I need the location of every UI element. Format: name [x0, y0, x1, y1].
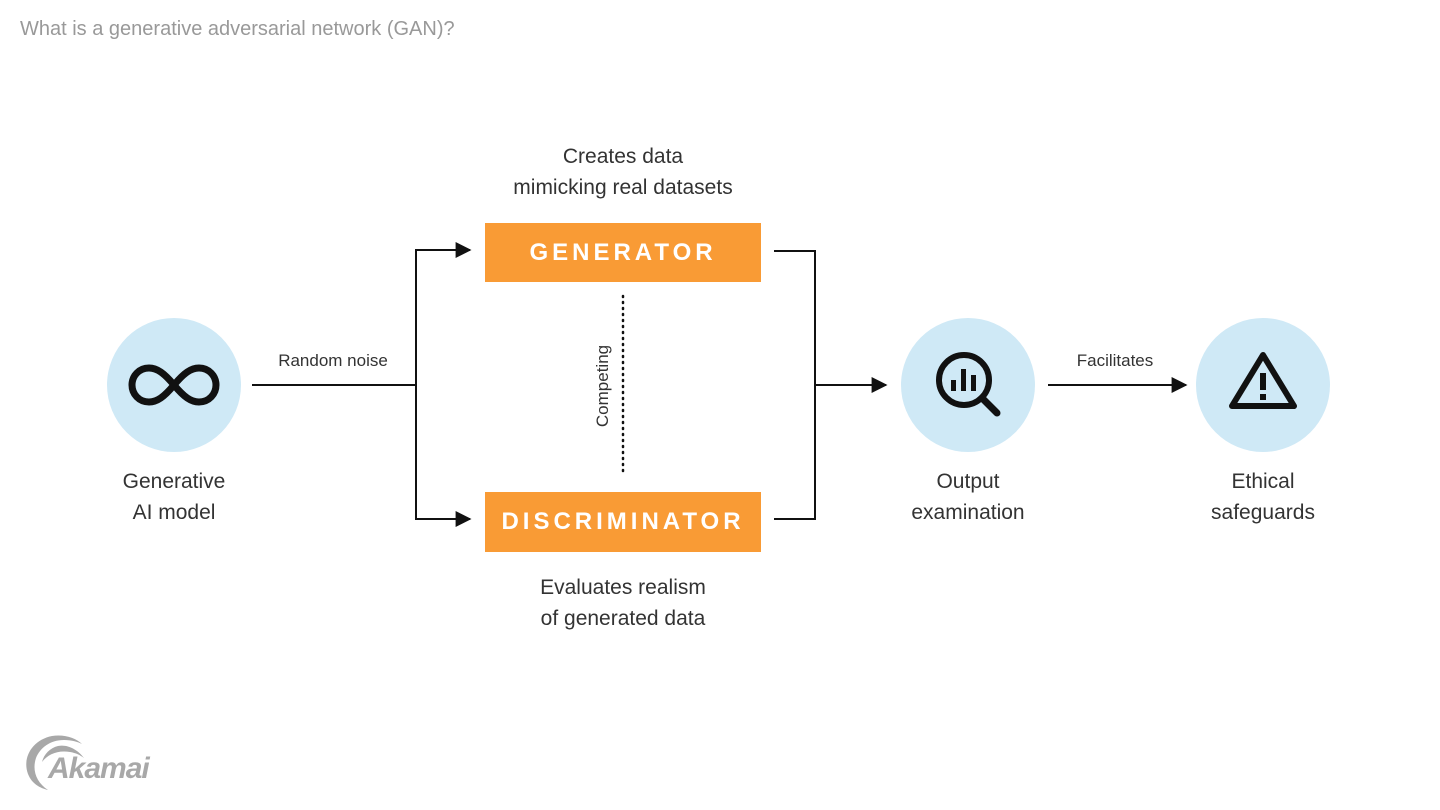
gen-ai-label-line1: Generative: [122, 470, 226, 493]
output-label-line1: Output: [936, 470, 1000, 493]
discriminator-description: Evaluates realism of generated data: [473, 572, 773, 634]
facilitates-label: Facilitates: [1076, 351, 1154, 370]
warning-icon: [1229, 352, 1297, 409]
page-title: What is a generative adversarial network…: [20, 18, 455, 40]
output-label-line2: examination: [911, 501, 1025, 524]
akamai-logo-text: Akamai: [48, 752, 150, 785]
discriminator-desc-line2: of generated data: [540, 607, 706, 630]
generator-description: Creates data mimicking real datasets: [473, 141, 773, 203]
competing-label: Competing: [593, 344, 612, 428]
gen-ai-node: [107, 318, 241, 452]
random-noise-label: Random noise: [278, 351, 388, 370]
akamai-logo: Akamai: [18, 730, 168, 797]
ethical-label-line2: safeguards: [1211, 501, 1315, 524]
generator-desc-line1: Creates data: [562, 145, 684, 168]
ethical-label-line1: Ethical: [1231, 470, 1295, 493]
ethical-label: Ethical safeguards: [1163, 466, 1363, 528]
gen-ai-label-line2: AI model: [132, 501, 216, 524]
generator-desc-line2: mimicking real datasets: [513, 176, 733, 199]
discriminator-box: DISCRIMINATOR: [485, 492, 761, 552]
akamai-wave-icon: [26, 735, 84, 790]
discriminator-desc-line1: Evaluates realism: [540, 576, 706, 599]
infinity-icon: [128, 364, 220, 406]
gen-ai-label: Generative AI model: [74, 466, 274, 528]
magnifier-chart-icon: [936, 352, 1001, 417]
generator-box: GENERATOR: [485, 223, 761, 282]
output-node: [901, 318, 1035, 452]
output-label: Output examination: [868, 466, 1068, 528]
ethical-node: [1196, 318, 1330, 452]
